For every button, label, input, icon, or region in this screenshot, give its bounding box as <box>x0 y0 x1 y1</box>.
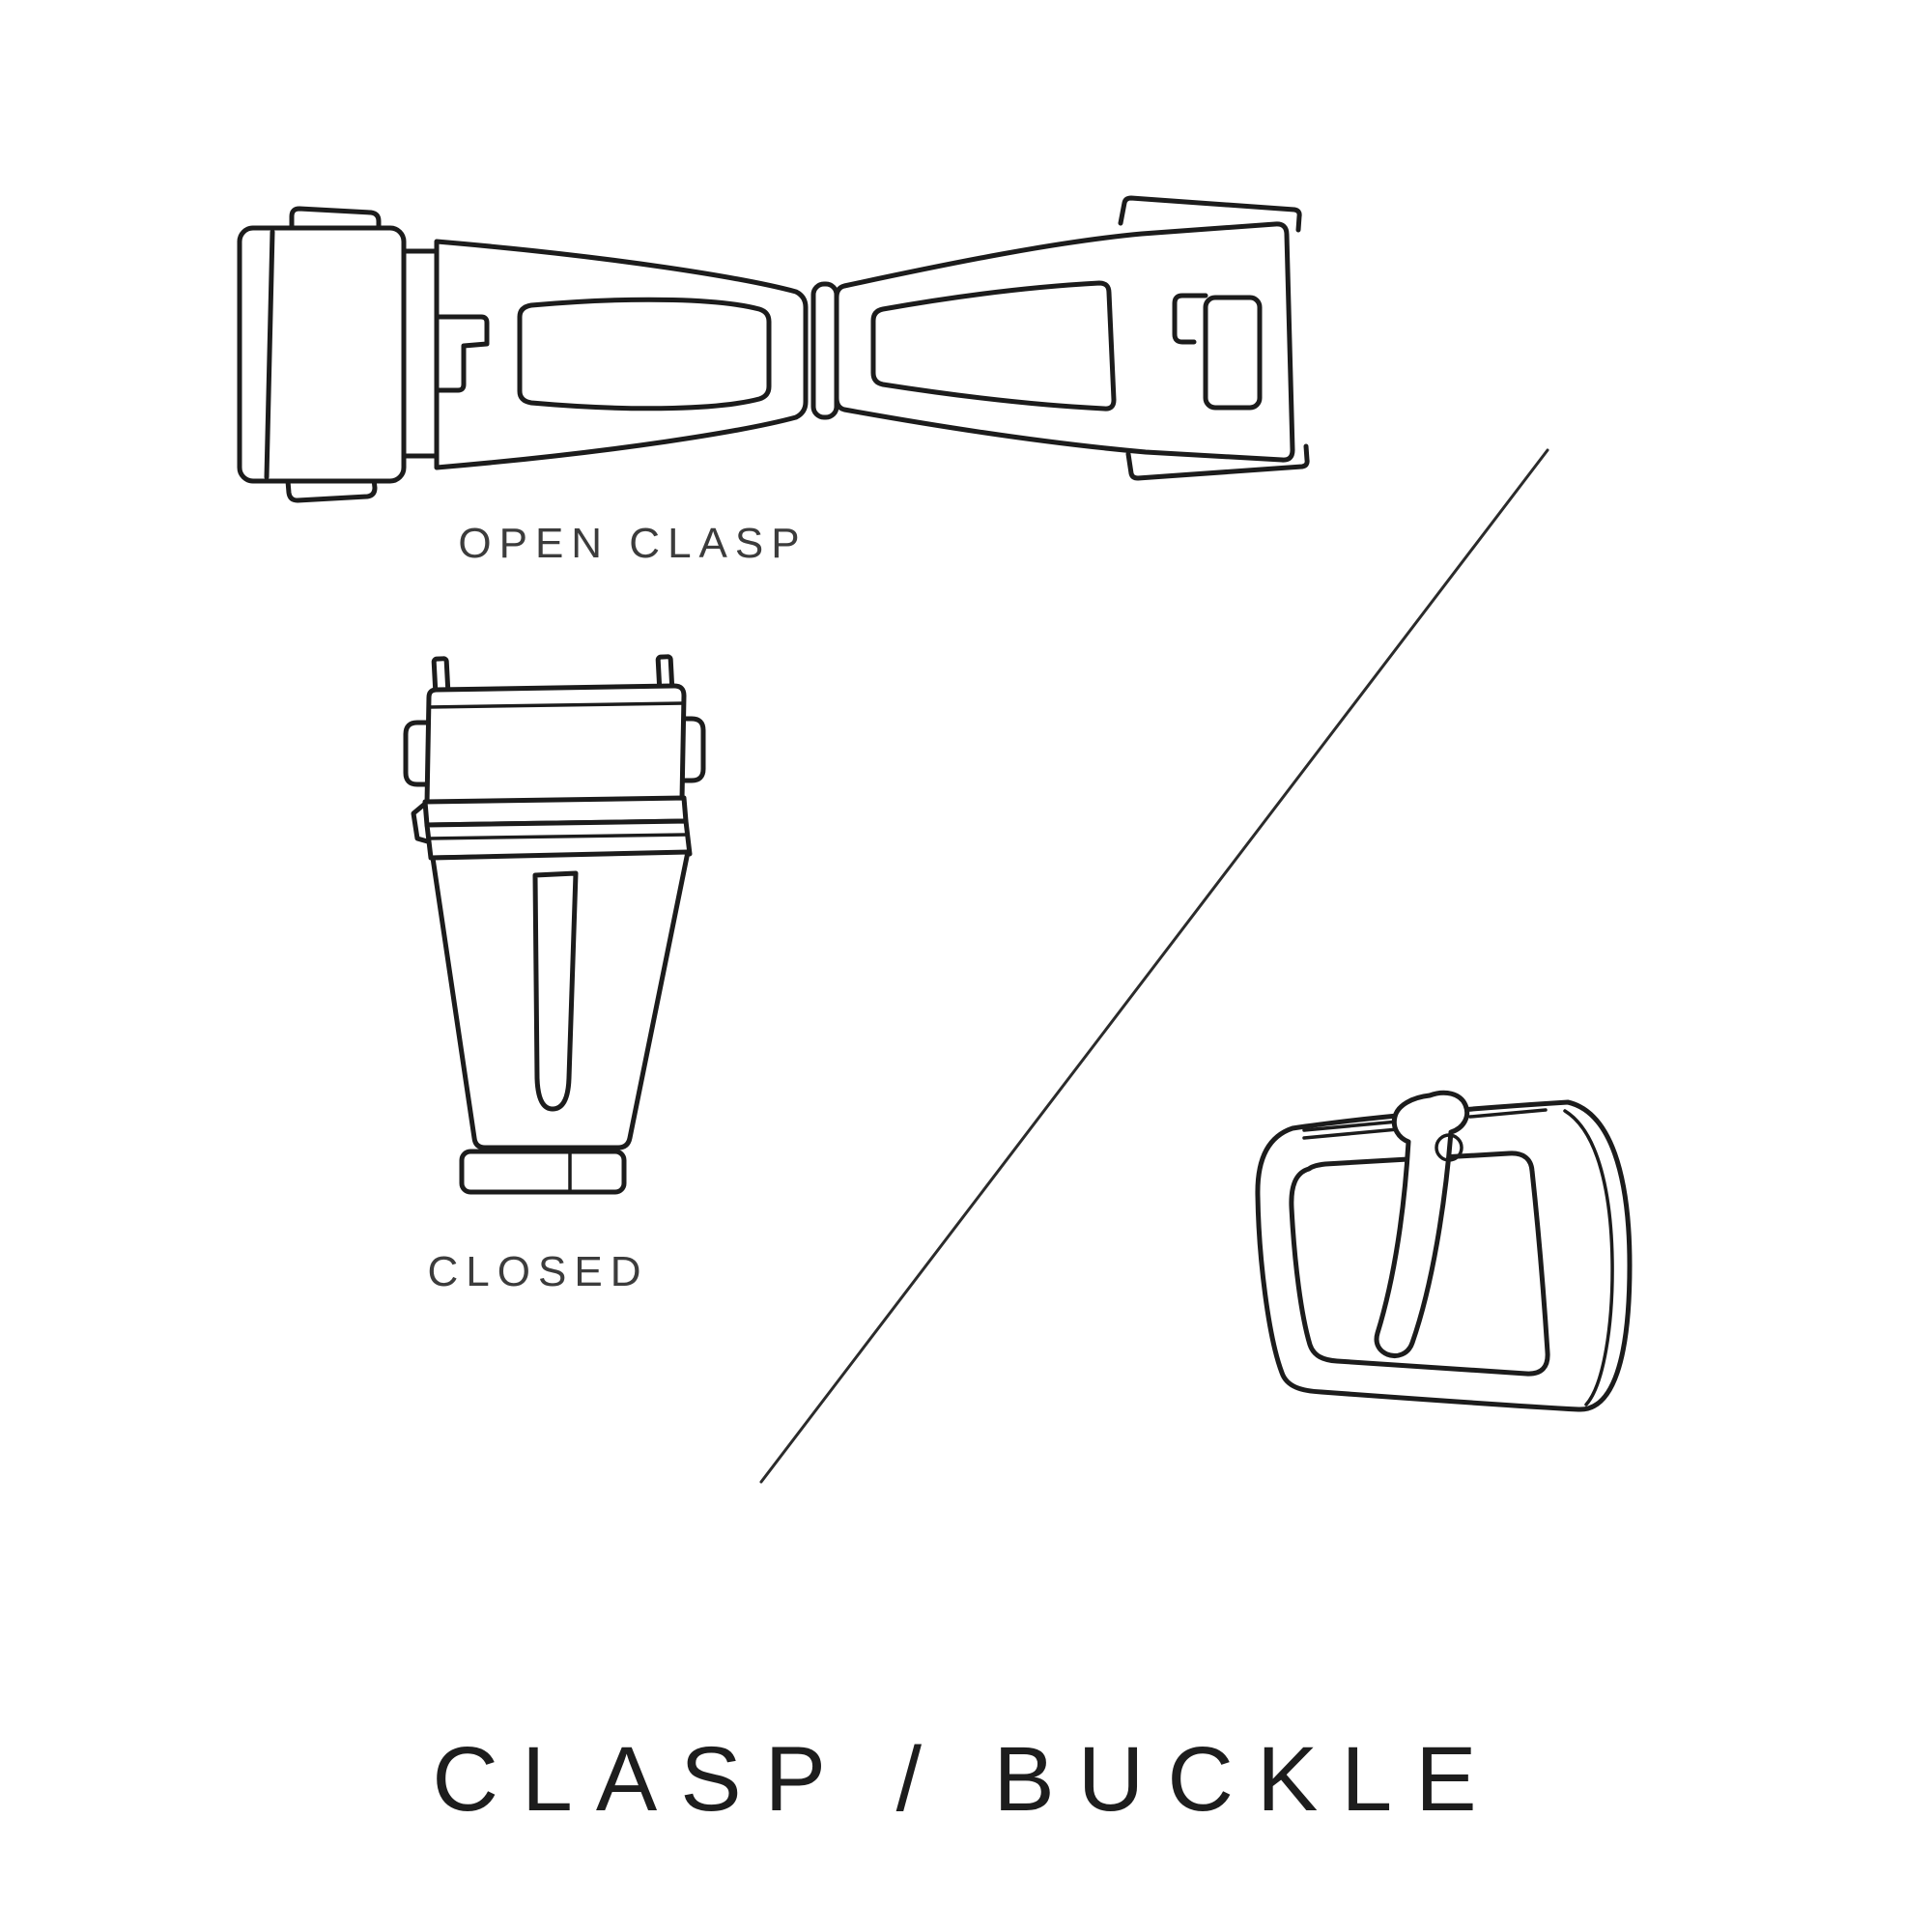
buckle-spring-bar-left <box>1302 1119 1410 1140</box>
open-clasp-left-arm <box>434 239 809 470</box>
open-clasp-label: OPEN CLASP <box>458 520 808 567</box>
closed-clasp-ear-left <box>403 720 434 787</box>
open-clasp-hook-tab <box>434 314 490 393</box>
open-clasp-connector <box>401 248 440 459</box>
open-clasp-end-cover <box>237 225 407 484</box>
open-clasp-right-arm <box>834 221 1295 463</box>
open-clasp-catch-slot <box>1203 295 1263 411</box>
open-clasp-bottom-tab <box>285 476 378 503</box>
open-clasp-icon <box>237 195 1310 503</box>
buckle-spring-bar-right <box>1468 1108 1548 1119</box>
buckle-prong-coil <box>1435 1133 1463 1162</box>
open-clasp-top-tab <box>289 206 382 235</box>
buckle-icon <box>1255 1090 1633 1412</box>
open-clasp-left-arm-inner <box>517 297 772 412</box>
open-clasp-hinge <box>810 281 839 420</box>
open-clasp-top-flange <box>1118 195 1302 233</box>
closed-clasp-band-line <box>427 833 690 840</box>
open-clasp-catch-hook <box>1172 293 1208 345</box>
buckle-right-bar-profile <box>1563 1109 1614 1406</box>
closed-clasp-top-fold-line <box>427 701 685 709</box>
closed-label: CLOSED <box>427 1248 649 1295</box>
closed-clasp-foot <box>459 1149 627 1195</box>
open-clasp-right-arm-inner <box>870 280 1117 412</box>
closed-clasp-body-slot <box>532 870 579 1112</box>
open-clasp-end-cover-fold <box>264 229 275 480</box>
open-clasp-bottom-flange <box>1125 443 1310 481</box>
diagram-title: CLASP / BUCKLE <box>432 1728 1500 1831</box>
diagonal-divider-line <box>759 448 1549 1484</box>
closed-clasp-body <box>430 849 691 1151</box>
closed-clasp-icon <box>403 654 706 1195</box>
